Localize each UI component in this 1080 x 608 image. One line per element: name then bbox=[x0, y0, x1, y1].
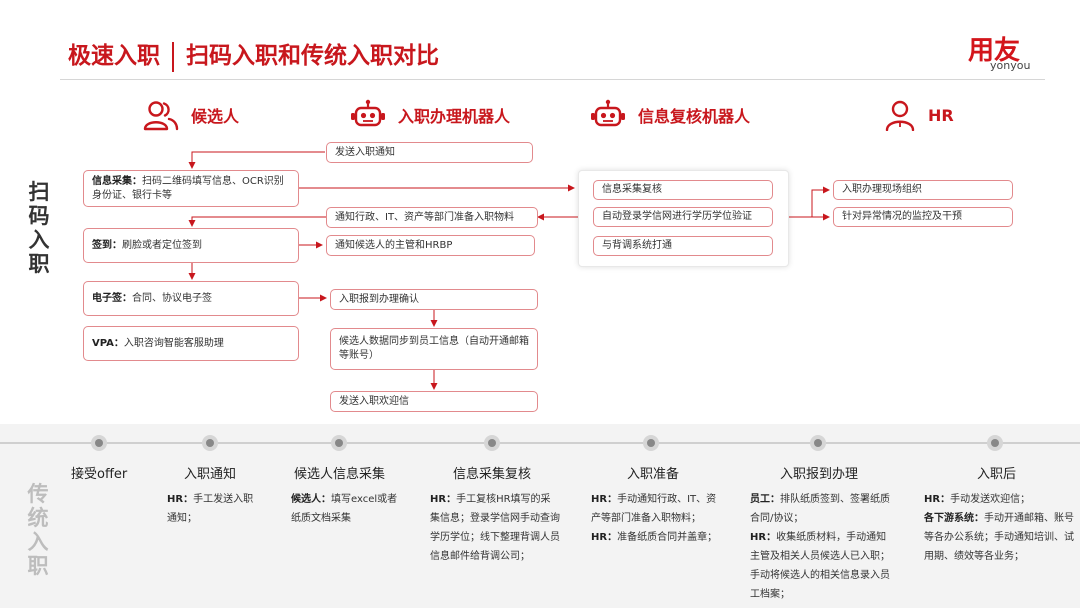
review-step-info-review: 信息采集复核 bbox=[593, 180, 773, 200]
review-step-background-check: 与背调系统打通 bbox=[593, 236, 773, 256]
timeline-line bbox=[0, 442, 1080, 444]
desc-key: HR： bbox=[924, 494, 951, 505]
hr-step-onsite-organize: 入职办理现场组织 bbox=[833, 180, 1013, 200]
stage-title: 入职通知 bbox=[184, 467, 237, 482]
title-part-2: 扫码入职和传统入职对比 bbox=[186, 43, 439, 69]
stage-title: 入职报到办理 bbox=[780, 467, 859, 482]
robot-icon bbox=[351, 99, 385, 127]
role-label: 入职办理机器人 bbox=[398, 107, 511, 126]
robot-step-check-in-confirm: 入职报到办理确认 bbox=[330, 289, 538, 310]
desc-text: 收集纸质材料，手动通知主管及相关人员候选人已入职；手动将候选人的相关信息录入员工… bbox=[750, 532, 890, 600]
step-key: 签到： bbox=[92, 239, 122, 251]
title-part-1: 极速入职 bbox=[68, 43, 160, 69]
desc-key: 员工： bbox=[750, 494, 780, 505]
role-onboarding-robot: 入职办理机器人 bbox=[350, 98, 510, 132]
step-key: VPA： bbox=[92, 337, 124, 349]
robot-icon bbox=[591, 99, 625, 127]
desc-text: 手工复核HR填写的采集信息；登录学信网手动查询学历学位；线下整理背调人员信息邮件… bbox=[430, 494, 560, 562]
desc-line: HR：手动通知行政、IT、资产等部门准备入职物料； bbox=[591, 490, 723, 528]
review-step-degree-verify: 自动登录学信网进行学历学位验证 bbox=[593, 207, 773, 227]
yonyou-logo: 用友 bbox=[968, 36, 1021, 66]
step-text: 入职咨询智能客服助理 bbox=[123, 337, 224, 349]
step-key: 信息采集： bbox=[92, 175, 142, 187]
timeline-dot bbox=[810, 435, 826, 451]
page-title: 极速入职扫码入职和传统入职对比 bbox=[68, 36, 439, 72]
desc-line: HR：收集纸质材料，手动通知主管及相关人员候选人已入职；手动将候选人的相关信息录… bbox=[750, 528, 896, 604]
timeline-dot bbox=[484, 435, 500, 451]
stage-desc-collection: 候选人：填写excel或者纸质文档采集 bbox=[291, 490, 399, 528]
timeline-dot bbox=[91, 435, 107, 451]
robot-step-data-sync: 候选人数据同步到员工信息（自动开通邮箱等账号） bbox=[330, 328, 538, 370]
stage-title: 候选人信息采集 bbox=[294, 467, 386, 482]
timeline-dot bbox=[331, 435, 347, 451]
step-text: 刷脸或者定位签到 bbox=[122, 239, 202, 251]
desc-key: HR： bbox=[430, 494, 457, 505]
desc-line: 员工：排队纸质签到、签署纸质合同/协议； bbox=[750, 490, 896, 528]
stage-desc-review: HR：手工复核HR填写的采集信息；登录学信网手动查询学历学位；线下整理背调人员信… bbox=[430, 490, 560, 566]
robot-step-send-notice: 发送入职通知 bbox=[326, 142, 533, 163]
timeline-dot bbox=[643, 435, 659, 451]
yonyou-logo-sub: yonyou bbox=[990, 59, 1031, 72]
desc-line: 各下游系统：手动开通邮箱、账号等各办公系统；手动通知培训、试用期、绩效等各业务； bbox=[924, 509, 1074, 566]
stage-title: 接受offer bbox=[71, 467, 128, 482]
candidate-step-e-sign: 电子签：合同、协议电子签 bbox=[83, 281, 299, 316]
desc-text: 填写excel或者纸质文档采集 bbox=[291, 494, 398, 524]
arrow bbox=[188, 216, 326, 227]
timeline-dot bbox=[987, 435, 1003, 451]
candidate-step-sign-in: 签到：刷脸或者定位签到 bbox=[83, 228, 299, 263]
role-review-robot: 信息复核机器人 bbox=[590, 98, 750, 132]
desc-key: HR： bbox=[591, 532, 618, 543]
desc-key: HR： bbox=[167, 494, 194, 505]
stage-desc-after: HR：手动发送欢迎信； 各下游系统：手动开通邮箱、账号等各办公系统；手动通知培训… bbox=[924, 490, 1074, 566]
title-separator bbox=[172, 41, 174, 72]
robot-step-notify-manager: 通知候选人的主管和HRBP bbox=[326, 235, 535, 256]
arrow bbox=[811, 186, 830, 217]
robot-step-welcome-letter: 发送入职欢迎信 bbox=[330, 391, 538, 412]
desc-text: 手动发送欢迎信； bbox=[950, 494, 1031, 505]
desc-key: HR： bbox=[750, 532, 777, 543]
candidate-step-vpa: VPA：入职咨询智能客服助理 bbox=[83, 326, 299, 361]
step-key: 电子签： bbox=[92, 292, 132, 304]
step-text: 扫码二维码填写信息、OCR识别身份证、银行卡等 bbox=[92, 175, 284, 201]
flow-arrows bbox=[188, 151, 830, 390]
stage-title: 入职准备 bbox=[627, 467, 680, 482]
stage-desc-check-in: 员工：排队纸质签到、签署纸质合同/协议； HR：收集纸质材料，手动通知主管及相关… bbox=[750, 490, 896, 604]
step-text: 合同、协议电子签 bbox=[132, 292, 212, 304]
desc-text: 手动开通邮箱、账号等各办公系统；手动通知培训、试用期、绩效等各业务； bbox=[924, 513, 1074, 562]
role-hr: HR bbox=[884, 98, 954, 132]
stage-title: 信息采集复核 bbox=[453, 467, 532, 482]
desc-text: 手动通知行政、IT、资产等部门准备入职物料； bbox=[591, 494, 717, 524]
candidate-step-info-collection: 信息采集：扫码二维码填写信息、OCR识别身份证、银行卡等 bbox=[83, 170, 299, 207]
desc-text: 排队纸质签到、签署纸质合同/协议； bbox=[750, 494, 890, 524]
side-label-traditional: 传统入职 bbox=[27, 482, 49, 578]
people-icon bbox=[143, 101, 179, 131]
role-label: 候选人 bbox=[191, 107, 240, 126]
role-label: HR bbox=[928, 105, 954, 125]
header-divider bbox=[60, 79, 1045, 80]
role-label: 信息复核机器人 bbox=[638, 107, 751, 126]
desc-text: 准备纸质合同并盖章； bbox=[617, 532, 718, 543]
desc-key: 候选人： bbox=[291, 494, 331, 505]
traditional-band bbox=[0, 424, 1080, 608]
hr-step-exception-monitor: 针对异常情况的监控及干预 bbox=[833, 207, 1013, 227]
person-icon bbox=[885, 100, 915, 131]
stage-desc-preparation: HR：手动通知行政、IT、资产等部门准备入职物料； HR：准备纸质合同并盖章； bbox=[591, 490, 723, 547]
desc-line: HR：手动发送欢迎信； bbox=[924, 490, 1074, 509]
stage-title: 入职后 bbox=[977, 467, 1017, 482]
robot-step-notify-departments: 通知行政、IT、资产等部门准备入职物料 bbox=[326, 207, 538, 228]
side-label-scan: 扫码入职 bbox=[28, 180, 50, 276]
desc-key: 各下游系统： bbox=[924, 513, 984, 524]
desc-line: HR：准备纸质合同并盖章； bbox=[591, 528, 723, 547]
arrow bbox=[188, 151, 325, 169]
timeline-dot bbox=[202, 435, 218, 451]
stage-desc-notice: HR：手工发送入职通知； bbox=[167, 490, 262, 528]
desc-key: HR： bbox=[591, 494, 618, 505]
role-candidate: 候选人 bbox=[143, 98, 239, 132]
desc-text: 手工发送入职通知； bbox=[167, 494, 254, 524]
